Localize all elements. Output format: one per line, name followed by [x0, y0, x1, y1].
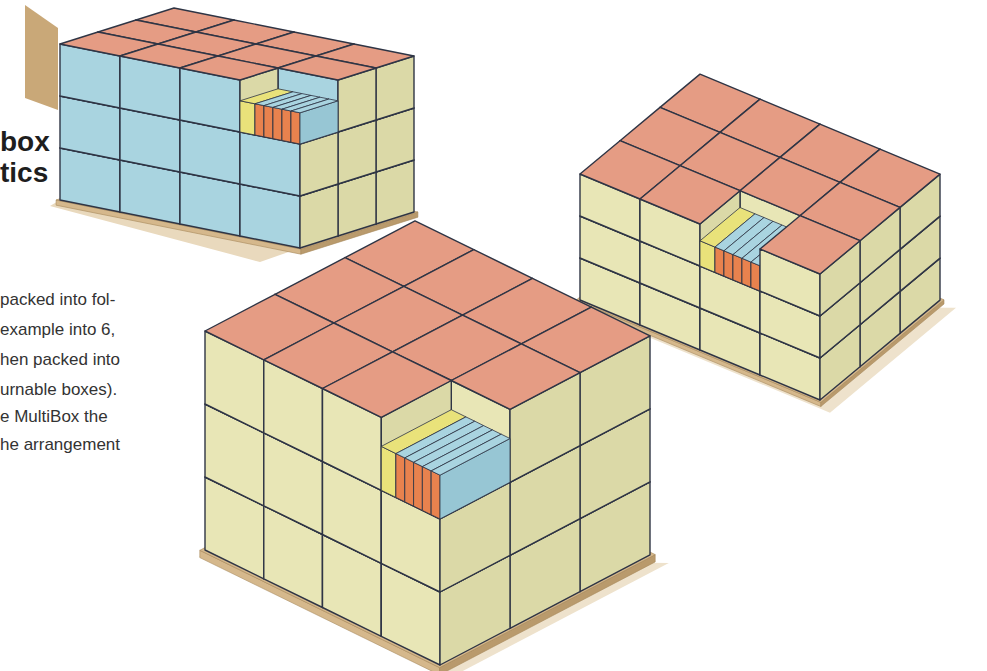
heading: box tics — [0, 126, 75, 188]
inner-box-face — [291, 111, 300, 144]
inner-box-face — [273, 107, 282, 140]
box-face — [278, 56, 376, 80]
inner-box-face — [381, 446, 396, 497]
body-text-line: he arrangement — [0, 434, 120, 456]
box-face — [760, 216, 860, 274]
inner-box-face — [431, 434, 510, 475]
inner-box-face — [751, 262, 760, 291]
inner-box-face — [414, 462, 423, 510]
inner-box-face — [240, 101, 255, 135]
body-text-line: urnable boxes). — [0, 379, 117, 401]
inner-box-face — [396, 454, 405, 502]
back-wall — [25, 5, 58, 110]
body-text-line: packed into fol- — [0, 289, 115, 311]
inner-box-face — [431, 471, 440, 519]
inner-box-face — [733, 255, 742, 284]
body-text-line: hen packed into — [0, 349, 120, 371]
body-text-line: example into 6, — [0, 319, 115, 341]
inner-box-face — [724, 251, 733, 280]
inner-box-face — [405, 458, 414, 506]
box-face — [640, 166, 740, 224]
inner-box-face — [715, 247, 724, 276]
stack-front — [199, 221, 669, 671]
inner-box-face — [422, 467, 431, 515]
inner-box-face — [742, 258, 751, 287]
inner-box-face — [282, 109, 291, 142]
inner-box-face — [264, 106, 273, 139]
box-face — [180, 56, 278, 80]
box-face — [451, 344, 580, 409]
body-text-line: e MultiBox the — [0, 406, 108, 428]
stack-top-left — [25, 5, 418, 262]
inner-box-face — [255, 104, 264, 137]
box-face — [323, 352, 452, 418]
inner-box-face — [291, 99, 338, 113]
